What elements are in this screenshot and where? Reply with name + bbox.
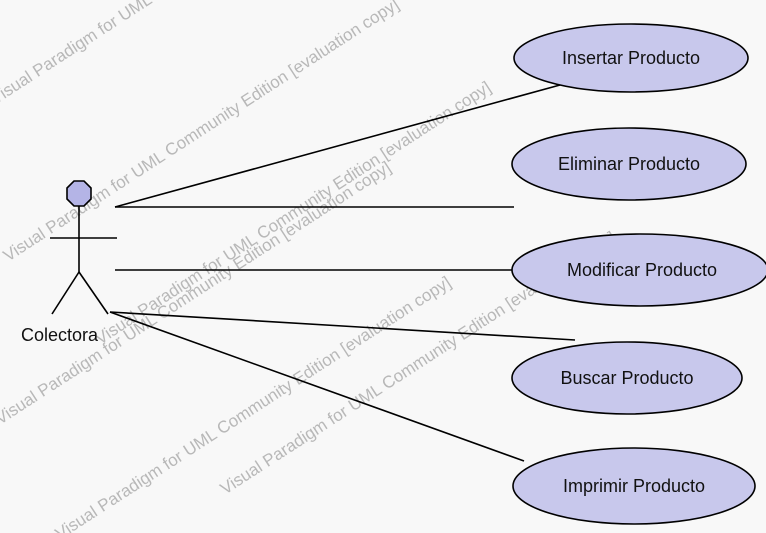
use-case-label: Eliminar Producto <box>558 154 700 174</box>
actor-head-icon <box>66 180 92 207</box>
use-case-label: Insertar Producto <box>562 48 700 68</box>
use-case-ellipse <box>511 233 766 307</box>
watermark-text: Visual Paradigm for UML Community Editio… <box>0 0 402 265</box>
use-case-label: Imprimir Producto <box>563 476 705 496</box>
use-case-imprimir-producto[interactable]: Imprimir Producto <box>512 447 756 525</box>
use-case-modificar-producto[interactable]: Modificar Producto <box>511 233 766 307</box>
use-case-ellipse <box>513 23 749 93</box>
actor-right-leg <box>78 271 109 315</box>
use-case-ellipse <box>512 447 756 525</box>
association-line-insertar <box>114 84 561 208</box>
actor-label: Colectora <box>21 325 99 345</box>
association-line-buscar <box>109 311 576 341</box>
use-case-ellipse <box>511 341 743 415</box>
use-case-label: Modificar Producto <box>567 260 717 280</box>
use-case-label: Buscar Producto <box>560 368 693 388</box>
watermark-text: Visual Paradigm for UML Community Editio… <box>0 158 394 429</box>
actor-left-leg <box>51 271 80 315</box>
use-case-eliminar-producto[interactable]: Eliminar Producto <box>511 127 747 201</box>
use-case-buscar-producto[interactable]: Buscar Producto <box>511 341 743 415</box>
use-case-insertar-producto[interactable]: Insertar Producto <box>513 23 749 93</box>
actor-colectora[interactable]: Colectora <box>21 180 117 345</box>
use-case-ellipse <box>511 127 747 201</box>
association-line-imprimir <box>109 311 525 462</box>
association-layer <box>109 84 576 462</box>
